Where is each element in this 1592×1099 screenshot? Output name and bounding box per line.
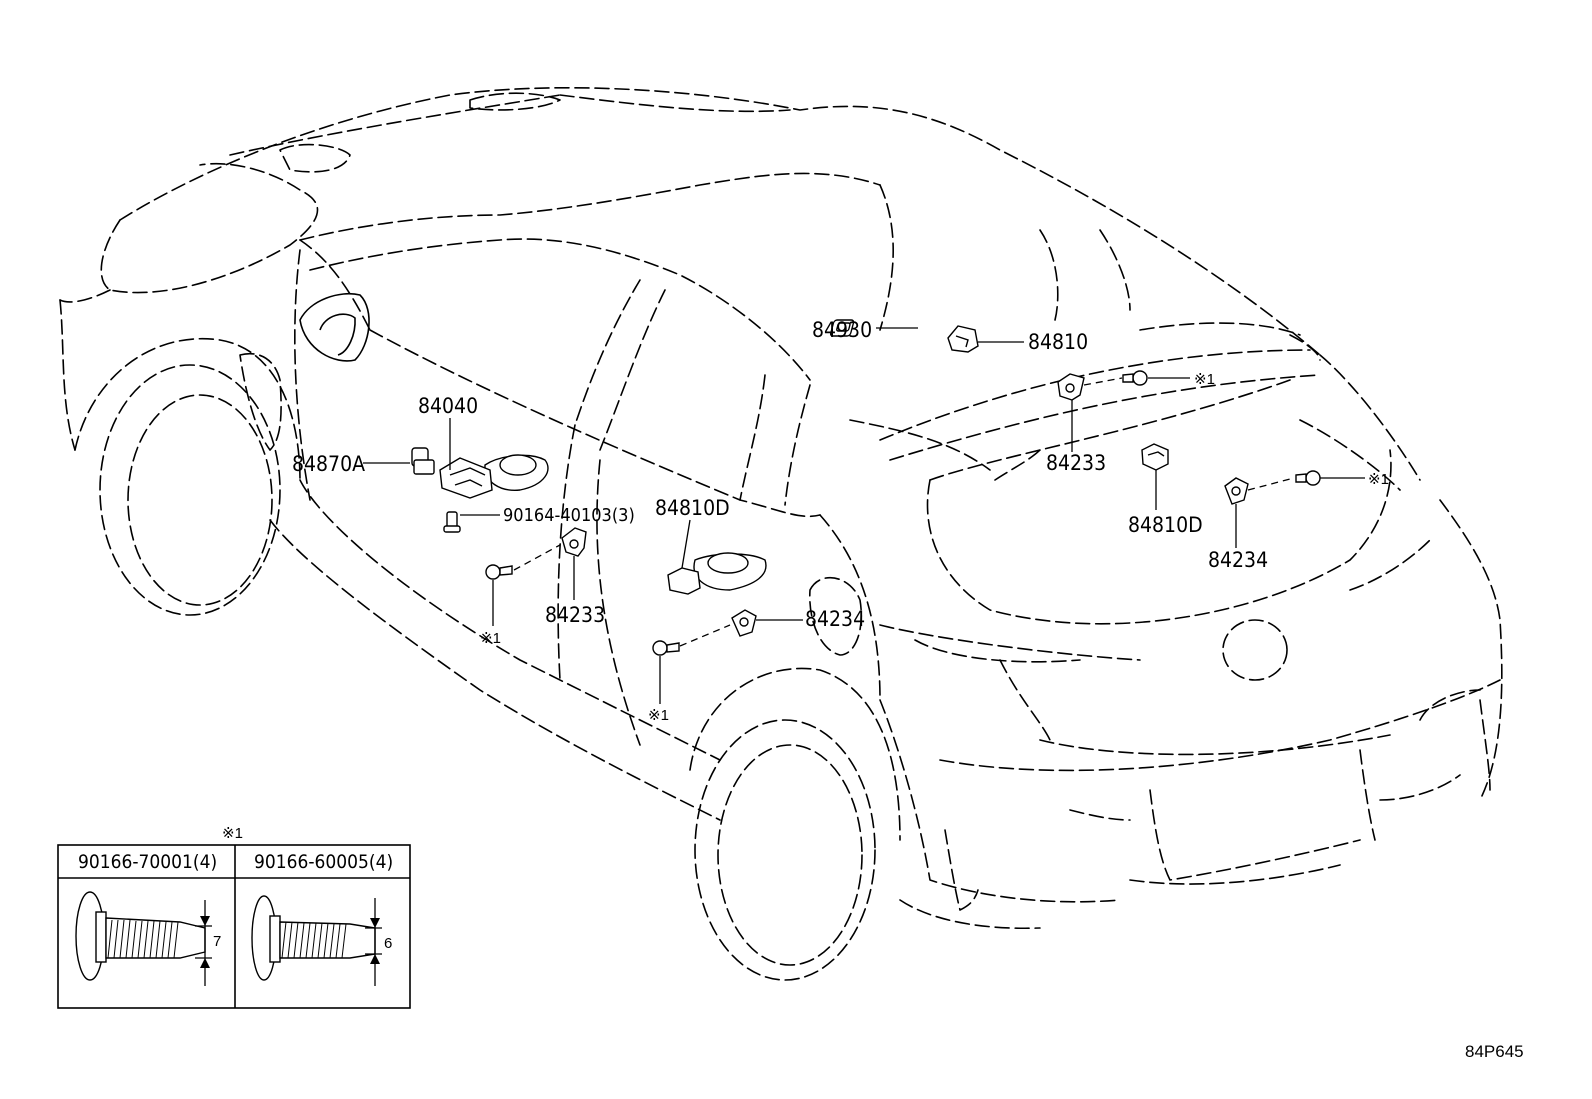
part-84810d-right-icon — [1141, 443, 1169, 471]
label-84810d-left: 84810D — [655, 496, 730, 520]
note-mark-b: ※1 — [648, 707, 669, 724]
part-84810-icon — [947, 325, 979, 353]
label-84233-left: 84233 — [545, 603, 605, 627]
fastener-table: ※1 90166-70001(4) 90166-60005(4) — [57, 825, 411, 1009]
screw-lower-icon — [652, 640, 680, 656]
table-header-2: 90166-60005(4) — [254, 851, 393, 873]
screw-rear-right-icon — [1295, 470, 1321, 486]
screw-90166-60005-icon — [251, 895, 382, 986]
screw-left-icon — [485, 564, 513, 580]
leader-lines — [363, 327, 1365, 704]
label-90164: 90164-40103(3) — [503, 505, 635, 526]
label-84870a: 84870A — [292, 452, 365, 476]
table-note-mark: ※1 — [222, 825, 243, 842]
part-84233-left-icon — [561, 527, 587, 557]
car-body-outline — [59, 86, 1503, 981]
label-84233-right: 84233 — [1046, 451, 1106, 475]
label-84040: 84040 — [418, 394, 478, 418]
part-84930-icon — [829, 319, 855, 337]
part-84234-left-icon — [731, 609, 757, 637]
diagram-code: 84P645 — [1465, 1042, 1524, 1061]
part-84233-right-icon — [1057, 373, 1085, 401]
label-84810d-right: 84810D — [1128, 513, 1203, 537]
note-mark-c: ※1 — [1194, 371, 1215, 388]
parts — [411, 319, 1321, 656]
note-mark-d: ※1 — [1368, 471, 1389, 488]
part-84040-icon — [439, 457, 493, 499]
screw-rear-top-icon — [1122, 370, 1148, 386]
bolt-90164-icon — [443, 511, 461, 533]
label-84234-left: 84234 — [805, 607, 865, 631]
label-84930: 84930 — [812, 318, 872, 342]
label-84810: 84810 — [1028, 330, 1088, 354]
dimension-2: 6 — [384, 935, 392, 952]
part-84234-right-icon — [1224, 477, 1249, 505]
note-mark-a: ※1 — [480, 630, 501, 647]
table-header-1: 90166-70001(4) — [78, 851, 217, 873]
label-84234-right: 84234 — [1208, 548, 1268, 572]
part-84810d-left-icon — [667, 567, 701, 595]
dimension-1: 7 — [213, 933, 221, 950]
screw-90166-70001-icon — [75, 891, 212, 986]
part-84870a-icon — [411, 447, 435, 475]
door-handles — [484, 454, 767, 591]
part-labels: 84930 84810 84040 84870A 90164-40103(3) … — [292, 318, 1389, 724]
